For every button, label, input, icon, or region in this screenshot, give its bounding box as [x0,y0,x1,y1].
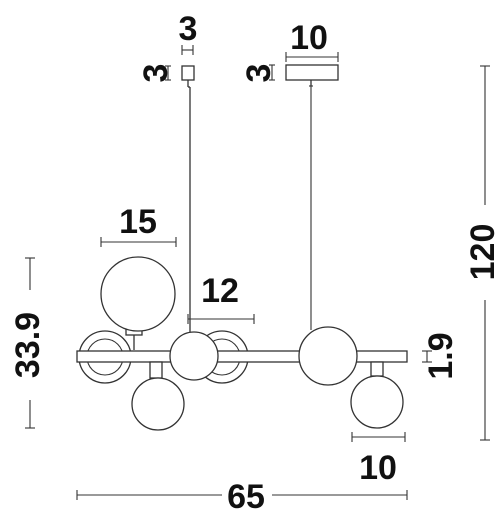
total-height-label: 120 [464,224,501,281]
small-canopy-box [181,65,195,81]
small-canopy-group: 3 3 [137,10,197,337]
globe-lower-right [350,375,404,429]
body-height-label-gap [12,290,50,400]
total-height-dimension: 120 [464,65,501,441]
bar-thickness-label: 1.9 [422,332,460,379]
large-canopy-width-label: 10 [290,19,328,57]
total-width-label: 65 [227,478,265,516]
large-canopy-group: 10 3 [240,19,339,330]
large-canopy-box [285,64,339,81]
globe-lower-left [131,377,185,431]
horizontal-bar [76,350,408,363]
body-height-label: 33.9 [9,312,47,378]
globe-small-dimension: 10 [351,432,406,487]
luminaire-body [76,256,408,431]
globe-center-left [169,331,219,381]
total-height-label-gap [468,205,501,300]
globe-large-dimension: 15 [100,203,177,247]
body-height-dimension: 33.9 [9,257,50,429]
globe-large-label: 15 [119,203,157,241]
large-canopy-height-label: 3 [240,64,278,83]
globe-small-label: 10 [359,449,397,487]
globe-large [100,256,176,332]
globe-lower-right-holder [370,361,384,377]
bar-thickness-dimension: 1.9 [422,332,460,379]
small-canopy-height-label: 3 [137,64,175,83]
globe-lower-left-holder [149,361,163,379]
globe-mid-label: 12 [201,272,239,310]
globe-center-right [298,326,358,386]
total-width-dimension: 65 [76,478,408,516]
small-canopy-width-label: 3 [179,10,198,48]
globe-mid-dimension: 12 [187,272,255,324]
